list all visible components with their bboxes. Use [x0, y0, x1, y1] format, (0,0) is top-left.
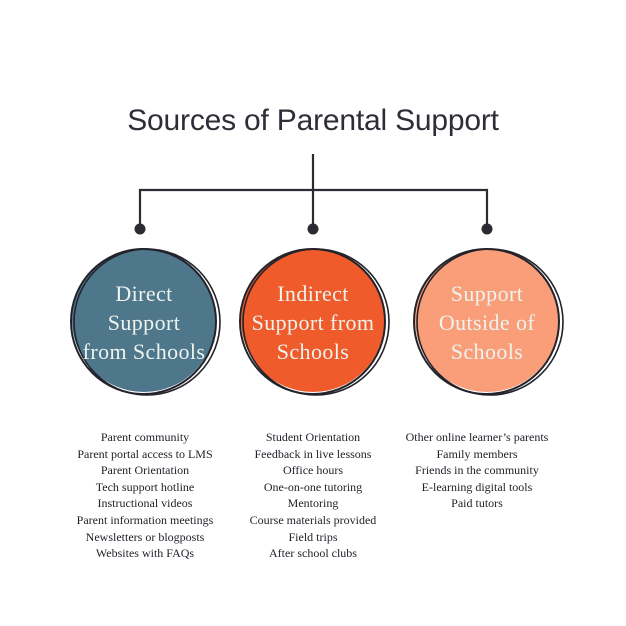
branch-circle-outside-support: Support Outside of Schools	[405, 240, 569, 404]
label-line: Support from	[251, 309, 375, 335]
label-line: Outside of	[438, 309, 536, 335]
list-item: Parent community	[100, 430, 190, 444]
branch-list-outside-support: Other online learner’s parents Family me…	[372, 429, 582, 512]
list-item: Family members	[436, 446, 518, 461]
list-item: Other online learner’s parents	[405, 430, 549, 444]
label-line: Direct	[115, 280, 173, 306]
branch-list-indirect-support: Student Orientation Feedback in live les…	[208, 429, 418, 562]
list-item: Course materials provided	[249, 512, 377, 527]
label-line: Indirect	[277, 280, 349, 306]
branch-circle-label: Direct Support from Schools	[69, 240, 219, 404]
list-item: Office hours	[282, 463, 344, 478]
branch-circle-label: Support Outside of Schools	[412, 240, 562, 404]
label-line: from Schools	[82, 338, 206, 364]
list-item: One-on-one tutoring	[263, 479, 363, 494]
connector-dot	[134, 223, 146, 235]
list-item: Student Orientation	[265, 430, 361, 444]
list-item: Mentoring	[287, 496, 339, 511]
sketch-circle-graphic	[413, 248, 564, 396]
label-line: Schools	[450, 338, 524, 364]
page-title: Sources of Parental Support	[127, 104, 499, 137]
label-line: Support	[107, 309, 181, 335]
list-item: Field trips	[288, 529, 338, 544]
sketch-circle-graphic	[70, 248, 221, 396]
list-item: Feedback in live lessons	[254, 446, 372, 461]
list-item: Newsletters or blogposts	[85, 529, 205, 544]
connector-tree	[134, 154, 493, 235]
branch-circle-indirect-support: Indirect Support from Schools	[231, 240, 395, 404]
branch-circle-direct-support: Direct Support from Schools	[62, 240, 226, 404]
list-item: Websites with FAQs	[95, 546, 195, 561]
list-item: Parent portal access to LMS	[77, 446, 213, 461]
list-item: Parent information meetings	[76, 512, 214, 527]
list-item: Parent Orientation	[100, 463, 190, 478]
connector-dot	[307, 223, 319, 235]
branch-circle-label: Indirect Support from Schools	[238, 240, 388, 404]
connector-dot	[481, 223, 493, 235]
label-line: Schools	[276, 338, 350, 364]
list-item: E-learning digital tools	[421, 479, 533, 494]
label-line: Support	[450, 280, 524, 306]
list-item: Tech support hotline	[95, 479, 195, 494]
list-item: Paid tutors	[451, 496, 503, 511]
list-item: Friends in the community	[415, 463, 539, 478]
list-item: After school clubs	[269, 546, 357, 561]
sketch-circle-graphic	[239, 248, 390, 396]
list-item: Instructional videos	[97, 496, 193, 511]
branch-list-direct-support: Parent community Parent portal access to…	[40, 429, 250, 562]
